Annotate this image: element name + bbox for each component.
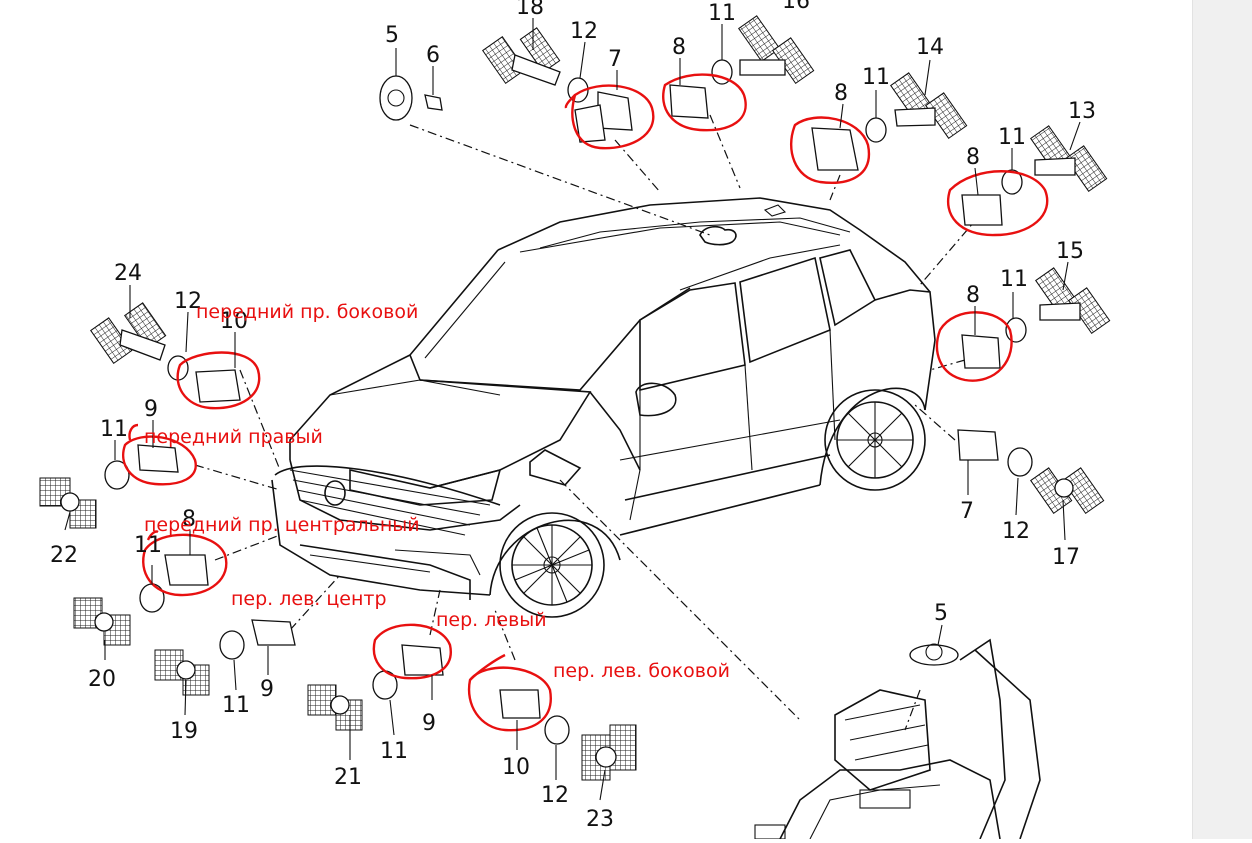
part-number-16: 16: [782, 0, 810, 14]
part-number-15: 15: [1056, 239, 1084, 264]
leader-lines: [194, 114, 981, 731]
part-number-11: 11: [862, 65, 890, 90]
part-number-5: 5: [934, 601, 948, 626]
part-number-12: 12: [570, 19, 598, 44]
part-number-24: 24: [114, 261, 142, 286]
part-number-11: 11: [708, 1, 736, 26]
parking-sensor-diagram: 5 6 18 12 7 8 11 16 8 11 14 13 11 8 15 1…: [39, 0, 1111, 840]
part-number-5: 5: [385, 23, 399, 48]
part-number-12: 12: [541, 783, 569, 808]
part-number-8: 8: [672, 35, 686, 60]
part-number-6: 6: [426, 43, 440, 68]
part-number-11: 11: [998, 125, 1026, 150]
part-number-8: 8: [834, 81, 848, 106]
part-number-10: 10: [220, 309, 248, 334]
page-margin: [1192, 0, 1252, 839]
part-number-11: 11: [100, 417, 128, 442]
part-number-11: 11: [1000, 267, 1028, 292]
part-number-21: 21: [334, 765, 362, 790]
part-number-9: 9: [144, 397, 158, 422]
number-leaders: [64, 18, 1081, 801]
part-number-8: 8: [966, 145, 980, 170]
part-number-14: 14: [916, 35, 944, 60]
part-number-17: 17: [1052, 545, 1080, 570]
car-outline: [271, 197, 936, 618]
part-number-11: 11: [222, 693, 250, 718]
part-number-8: 8: [966, 283, 980, 308]
part-number-7: 7: [960, 499, 974, 524]
annotation-front-right-side: передний пр. боковой: [196, 301, 418, 323]
part-number-8: 8: [182, 507, 196, 532]
annotation-front-right-center: передний пр. центральный: [144, 514, 420, 536]
part-number-12: 12: [174, 289, 202, 314]
part-number-11: 11: [134, 533, 162, 558]
annotation-front-left: пер. левый: [436, 609, 547, 631]
part-number-labels: 5 6 18 12 7 8 11 16 8 11 14 13 11 8 15 1…: [50, 0, 1096, 832]
annotation-front-right: передний правый: [144, 426, 323, 448]
part-number-13: 13: [1068, 99, 1096, 124]
part-number-19: 19: [170, 719, 198, 744]
part-number-11: 11: [380, 739, 408, 764]
part-number-10: 10: [502, 755, 530, 780]
annotation-front-left-side: пер. лев. боковой: [553, 660, 730, 682]
part-number-23: 23: [586, 807, 614, 832]
part-number-9: 9: [260, 677, 274, 702]
part-number-22: 22: [50, 543, 78, 568]
red-annotations: передний пр. боковой передний правый пер…: [144, 301, 730, 682]
part-number-20: 20: [88, 667, 116, 692]
part-number-12: 12: [1002, 519, 1030, 544]
annotation-front-left-center: пер. лев. центр: [231, 588, 387, 610]
part-number-18: 18: [516, 0, 544, 20]
part-number-7: 7: [608, 47, 622, 72]
part-number-9: 9: [422, 711, 436, 736]
